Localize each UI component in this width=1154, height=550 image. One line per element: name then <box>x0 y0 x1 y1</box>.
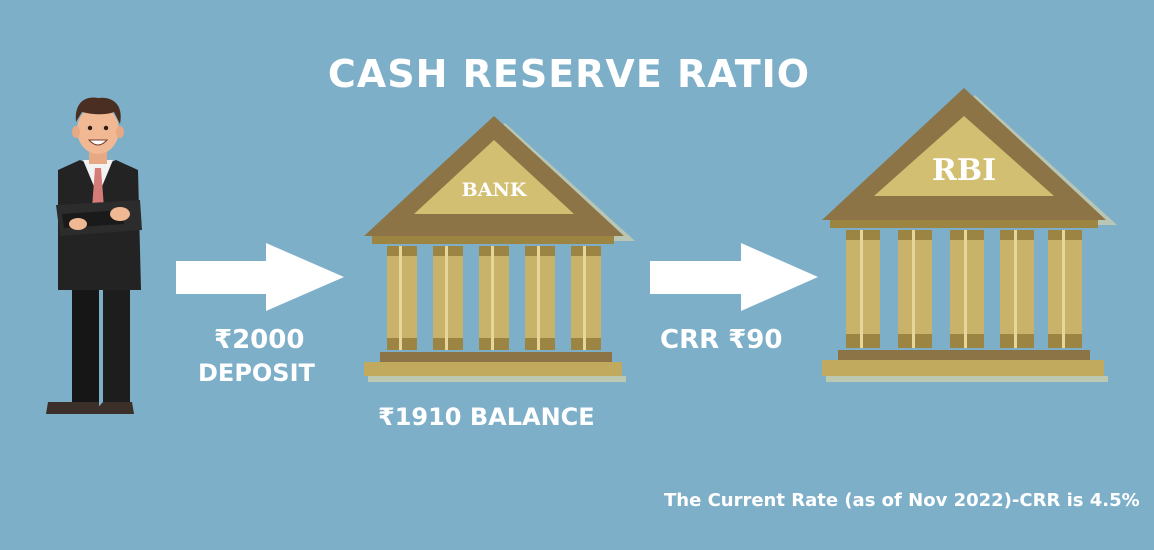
deposit-currency-symbol: ₹ <box>214 325 233 355</box>
crr-amount-value: 90 <box>746 325 783 355</box>
deposit-label: DEPOSIT <box>198 359 315 387</box>
rbi-sign: RBI <box>932 153 996 188</box>
crr-arrow-icon <box>650 243 818 311</box>
crr-prefix: CRR <box>660 325 720 355</box>
crr-amount: CRR ₹90 <box>660 325 782 355</box>
deposit-amount-value: 2000 <box>232 325 305 355</box>
businessman-figure <box>46 97 142 414</box>
page-title-text: CASH RESERVE RATIO <box>327 52 811 96</box>
deposit-arrow-icon <box>176 243 344 311</box>
deposit-amount: ₹2000 <box>214 325 304 355</box>
bank-balance: ₹1910 BALANCE <box>378 403 595 431</box>
balance-amount-value: 1910 <box>394 403 462 431</box>
balance-label-text: BALANCE <box>469 403 595 431</box>
crr-currency-symbol: ₹ <box>728 325 747 355</box>
footnote: The Current Rate (as of Nov 2022)-CRR is… <box>664 490 1140 511</box>
page-title: CASH RESERVE RATIO <box>0 52 1154 96</box>
balance-currency-symbol: ₹ <box>378 403 395 431</box>
bank-sign: BANK <box>462 179 528 201</box>
